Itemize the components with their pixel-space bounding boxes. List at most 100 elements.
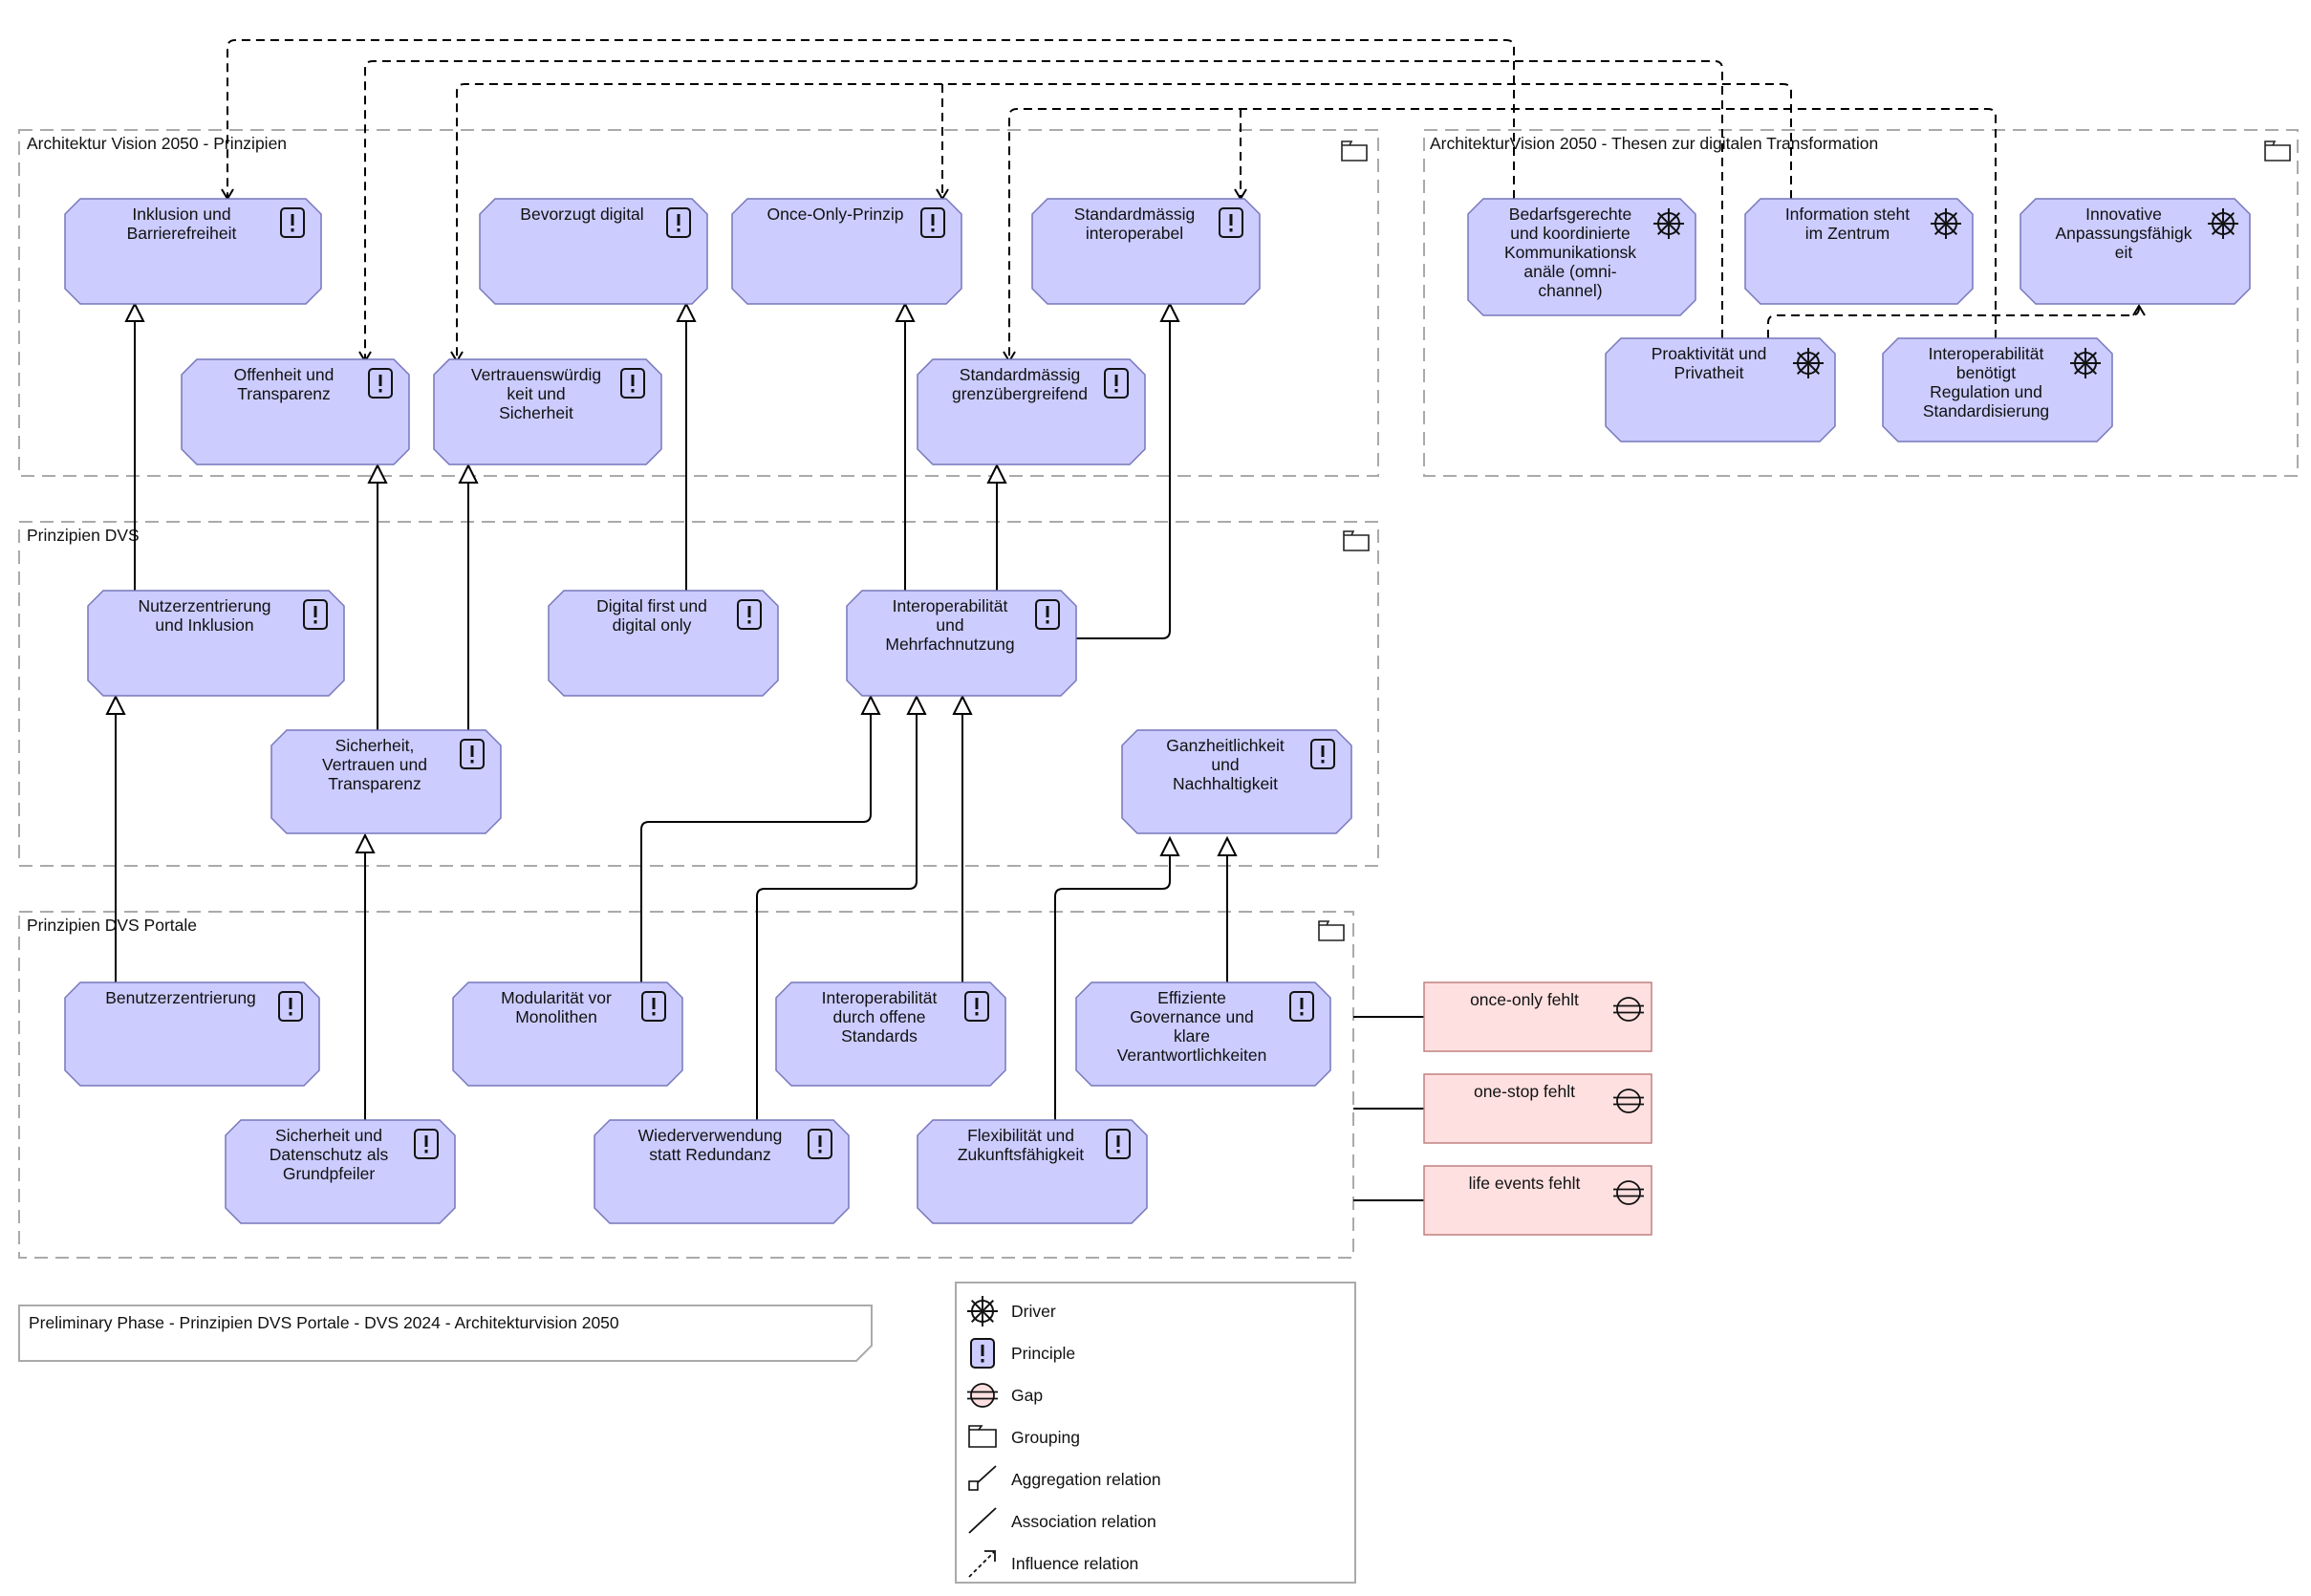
principle-icon	[303, 599, 328, 630]
node-label-line: Anpassungsfähigk	[2055, 224, 2192, 243]
gap-icon	[967, 1383, 998, 1408]
legend-label: Grouping	[1011, 1428, 1080, 1447]
gap-label: life events fehlt	[1469, 1174, 1581, 1193]
gap-icon	[1613, 1180, 1644, 1205]
legend-item: Grouping	[968, 1425, 1080, 1448]
node-label-line: Effiziente	[1157, 988, 1226, 1007]
principle-icon	[368, 368, 393, 399]
diagram-note-text: Preliminary Phase - Prinzipien DVS Porta…	[29, 1313, 619, 1332]
principle-once-only[interactable]: Once-Only-Prinzip	[731, 198, 962, 305]
legend-item: Gap	[967, 1383, 1043, 1408]
node-shape	[87, 590, 345, 697]
node-label-line: grenzübergreifend	[952, 384, 1088, 403]
principle-bevorzugt-digital[interactable]: Bevorzugt digital	[479, 198, 708, 305]
principle-icon	[1106, 1129, 1131, 1159]
node-shape	[181, 358, 410, 465]
arrowhead	[1159, 835, 1180, 856]
node-label-line: Inklusion und	[132, 205, 230, 224]
node-label-line: Bevorzugt digital	[520, 205, 643, 224]
group-vision-theses[interactable]: ArchitekturVision 2050 - Thesen zur digi…	[1423, 129, 2299, 477]
node-label-line: Vertrauenswürdig	[471, 365, 601, 384]
principle-icon	[920, 207, 945, 238]
principle-icon	[808, 1129, 832, 1159]
grouping-icon	[1343, 530, 1370, 551]
legend-item: Driver	[967, 1296, 1056, 1326]
legend-label: Gap	[1011, 1386, 1043, 1405]
driver-icon	[2208, 208, 2238, 239]
diagram-note[interactable]: Preliminary Phase - Prinzipien DVS Porta…	[18, 1305, 873, 1362]
group-dvs-principles[interactable]: Prinzipien DVS	[18, 521, 1379, 867]
principle-icon	[666, 207, 691, 238]
legend-item: Association relation	[968, 1507, 1156, 1534]
arrowhead	[2132, 304, 2146, 316]
node-shape	[548, 590, 779, 697]
group-dvs-portal-principles[interactable]: Prinzipien DVS Portale	[18, 911, 1354, 1259]
principle-benutzerzentrierung[interactable]: Benutzerzentrierung	[64, 981, 320, 1087]
node-label-line: Ganzheitlichkeit	[1166, 736, 1285, 755]
gap-shape	[1423, 1073, 1652, 1144]
node-label-line: Governance und	[1130, 1007, 1253, 1026]
legend-item: Aggregation relation	[968, 1465, 1161, 1491]
principle-icon	[278, 991, 303, 1022]
node-label-line: und	[936, 615, 963, 635]
gap-one-stop-fehlt[interactable]: one-stop fehlt	[1423, 1073, 1652, 1144]
node-label-line: Nutzerzentrierung	[138, 596, 270, 615]
principle-icon	[1219, 207, 1243, 238]
principle-icon	[1310, 739, 1335, 769]
group-dvs-principles-label: Prinzipien DVS	[27, 526, 140, 545]
group-vision-principles[interactable]: Architektur Vision 2050 - Prinzipien	[18, 129, 1379, 477]
node-label-line: Once-Only-Prinzip	[767, 205, 904, 224]
node-shape	[1075, 981, 1331, 1087]
arrowhead	[1234, 188, 1247, 201]
arrowhead	[355, 832, 376, 853]
principle-icon	[280, 207, 305, 238]
node-label-line: Wiederverwendung	[638, 1126, 783, 1145]
principle-icon	[1035, 599, 1060, 630]
node-shape	[225, 1119, 456, 1224]
grouping-icon	[1318, 920, 1345, 941]
principle-icon	[737, 599, 762, 630]
node-shape	[1031, 198, 1261, 305]
driver-icon	[1793, 348, 1824, 378]
influence-information-vertrauen	[456, 83, 1792, 359]
node-shape	[2019, 198, 2251, 305]
node-label-line: Vertrauen und	[322, 755, 427, 774]
connector-interop-standardinterop	[1076, 319, 1171, 639]
node-label-line: Innovative	[2085, 205, 2162, 224]
arrowhead	[1217, 835, 1238, 856]
legend-item: Principle	[970, 1338, 1075, 1369]
node-label-line: Standardmässig	[1074, 205, 1195, 224]
gap-shape	[1423, 981, 1652, 1052]
node-shape	[594, 1119, 850, 1224]
node-shape	[479, 198, 708, 305]
gap-once-only-fehlt[interactable]: once-only fehlt	[1423, 981, 1652, 1052]
node-label-line: Interoperabilität	[1929, 344, 2044, 363]
node-label-line: anäle (omni-	[1523, 262, 1616, 281]
gap-life-events-fehlt[interactable]: life events fehlt	[1423, 1165, 1652, 1236]
node-label-line: Information steht	[1785, 205, 1910, 224]
node-shape	[917, 358, 1146, 465]
association-relation-icon	[968, 1507, 997, 1534]
